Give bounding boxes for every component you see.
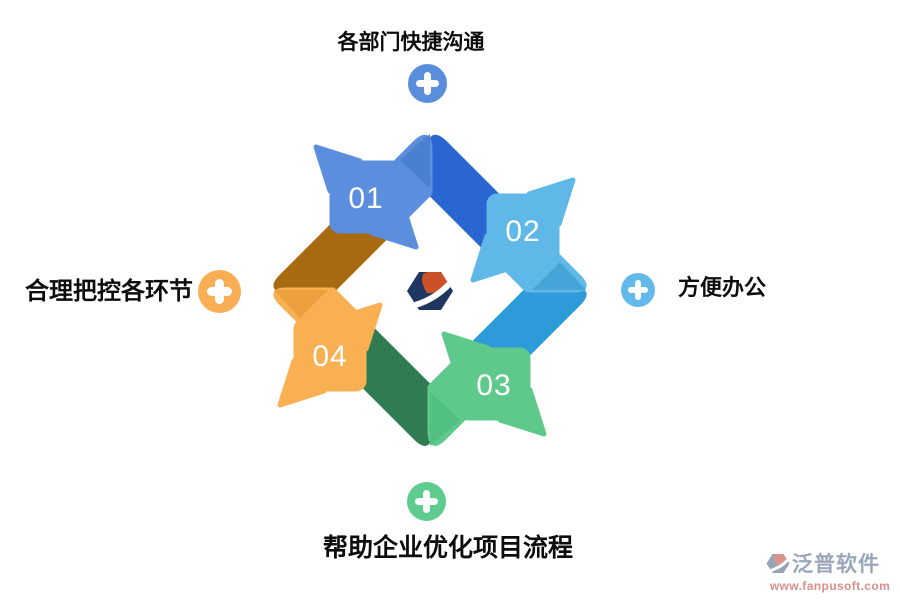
step-number-02: 02 [505, 215, 540, 248]
plus-icon-left[interactable] [198, 270, 241, 313]
arrow-01-head [313, 144, 419, 250]
fold-shade-left [274, 290, 328, 318]
watermark: 泛普软件 www.fanpusoft.com [766, 548, 894, 593]
fold-shade-right [532, 262, 586, 290]
arrow-03-head [441, 331, 547, 437]
fold-shade-bottom [430, 392, 460, 446]
plus-icon-right[interactable] [621, 273, 655, 307]
label-bottom: 帮助企业优化项目流程 [322, 534, 573, 562]
cycle-diagram: 01 02 03 04 [273, 134, 587, 446]
plus-icon-bottom[interactable] [407, 482, 446, 521]
arrow-02-head [470, 177, 576, 283]
label-left: 合理把控各环节 [25, 278, 193, 305]
step-number-03: 03 [476, 369, 511, 402]
watermark-brand: 泛普软件 [792, 553, 880, 576]
watermark-logo [766, 553, 790, 573]
step-number-01: 01 [348, 182, 383, 215]
watermark-url: www.fanpusoft.com [769, 579, 891, 593]
step-number-04: 04 [312, 340, 347, 373]
label-top: 各部门快捷沟通 [337, 31, 485, 54]
fold-shade-top [400, 134, 430, 188]
label-right: 方便办公 [678, 275, 767, 300]
arrow-04-head [277, 302, 383, 408]
plus-icon-top[interactable] [408, 64, 447, 103]
center-logo [407, 272, 453, 310]
